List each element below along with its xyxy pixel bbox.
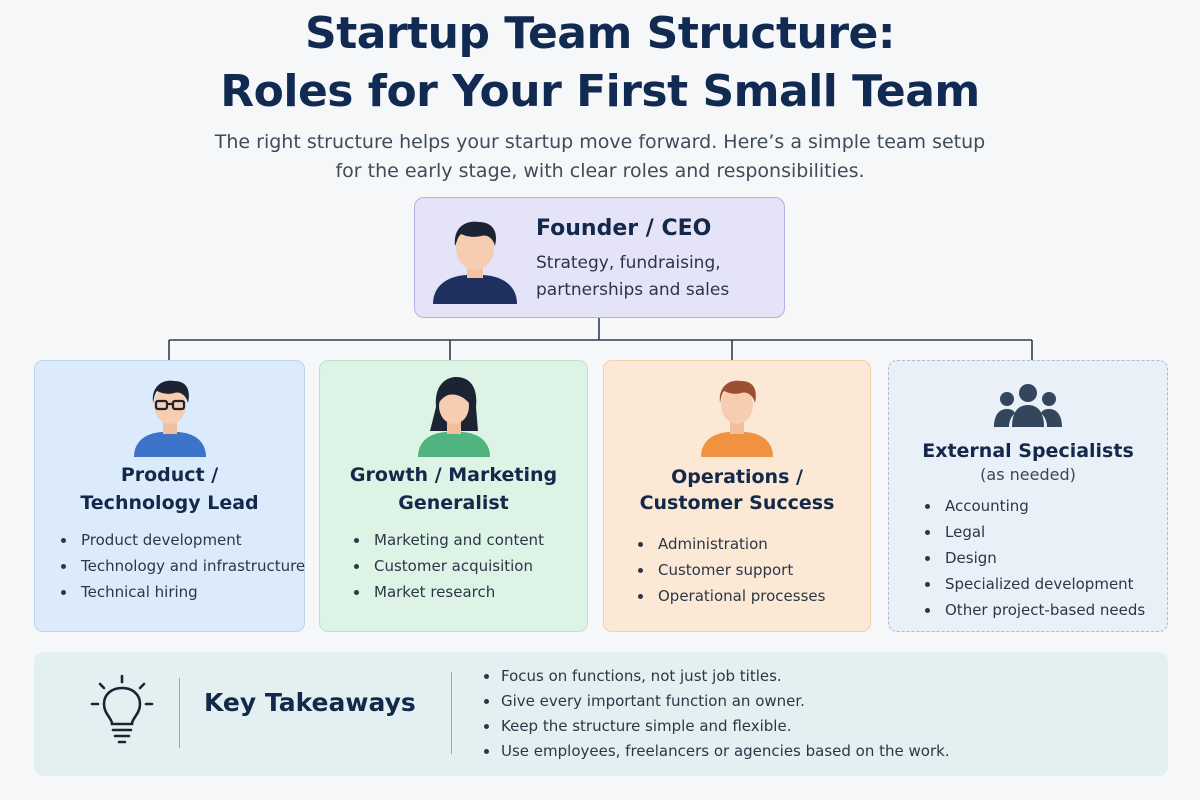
woman-avatar-icon xyxy=(417,377,490,457)
role-title-line-1: Growth / Marketing xyxy=(349,464,558,486)
person-avatar-icon xyxy=(701,380,773,457)
list-item: Focus on functions, not just job titles. xyxy=(479,664,950,689)
role-card-external: External Specialists (as needed) Account… xyxy=(888,360,1168,632)
list-item: Accounting xyxy=(919,493,1145,519)
role-title-line-2: Generalist xyxy=(398,492,509,514)
ceo-description: Strategy, fundraising, partnerships and … xyxy=(536,253,730,300)
group-icon xyxy=(994,384,1062,427)
list-item: Legal xyxy=(919,519,1145,545)
takeaways-title: Key Takeaways xyxy=(204,688,416,717)
role-responsibilities: Marketing and content Customer acquisiti… xyxy=(348,527,544,605)
person-with-glasses-icon xyxy=(133,380,206,457)
divider xyxy=(451,672,452,754)
role-card-growth: Growth / Marketing Generalist Marketing … xyxy=(319,360,588,632)
role-responsibilities: Accounting Legal Design Specialized deve… xyxy=(919,493,1145,623)
subtitle-line-1: The right structure helps your startup m… xyxy=(214,131,986,153)
list-item: Use employees, freelancers or agencies b… xyxy=(479,739,950,764)
role-title-line-1: Operations / xyxy=(671,466,803,488)
ceo-title: Founder / CEO xyxy=(536,216,712,241)
list-item: Specialized development xyxy=(919,571,1145,597)
role-title-line-2: Technology Lead xyxy=(80,492,259,514)
role-note: (as needed) xyxy=(980,465,1076,484)
list-item: Customer support xyxy=(632,557,825,583)
role-responsibilities: Administration Customer support Operatio… xyxy=(632,531,825,609)
role-title-line-2: Customer Success xyxy=(639,492,835,514)
role-title-line-1: Product / xyxy=(120,464,219,486)
divider xyxy=(179,678,180,748)
person-avatar-icon xyxy=(433,221,517,304)
role-title: External Specialists xyxy=(922,440,1134,462)
role-responsibilities: Product development Technology and infra… xyxy=(55,527,305,605)
list-item: Product development xyxy=(55,527,305,553)
list-item: Customer acquisition xyxy=(348,553,544,579)
list-item: Operational processes xyxy=(632,583,825,609)
list-item: Technology and infrastructure xyxy=(55,553,305,579)
list-item: Technical hiring xyxy=(55,579,305,605)
list-item: Other project-based needs xyxy=(919,597,1145,623)
lightbulb-icon xyxy=(90,674,154,744)
role-card-operations: Operations / Customer Success Administra… xyxy=(603,360,871,632)
takeaways-list: Focus on functions, not just job titles.… xyxy=(479,664,950,764)
subtitle-line-2: for the early stage, with clear roles an… xyxy=(335,160,865,182)
list-item: Keep the structure simple and flexible. xyxy=(479,714,950,739)
list-item: Design xyxy=(919,545,1145,571)
list-item: Marketing and content xyxy=(348,527,544,553)
ceo-node: Founder / CEO Strategy, fundraising, par… xyxy=(414,197,785,318)
page-title-line-2: Roles for Your First Small Team xyxy=(220,66,980,117)
list-item: Administration xyxy=(632,531,825,557)
list-item: Market research xyxy=(348,579,544,605)
key-takeaways-panel: Key Takeaways Focus on functions, not ju… xyxy=(34,652,1168,776)
page-title-line-1: Startup Team Structure: xyxy=(305,8,895,59)
role-card-product: Product / Technology Lead Product develo… xyxy=(34,360,305,632)
list-item: Give every important function an owner. xyxy=(479,689,950,714)
